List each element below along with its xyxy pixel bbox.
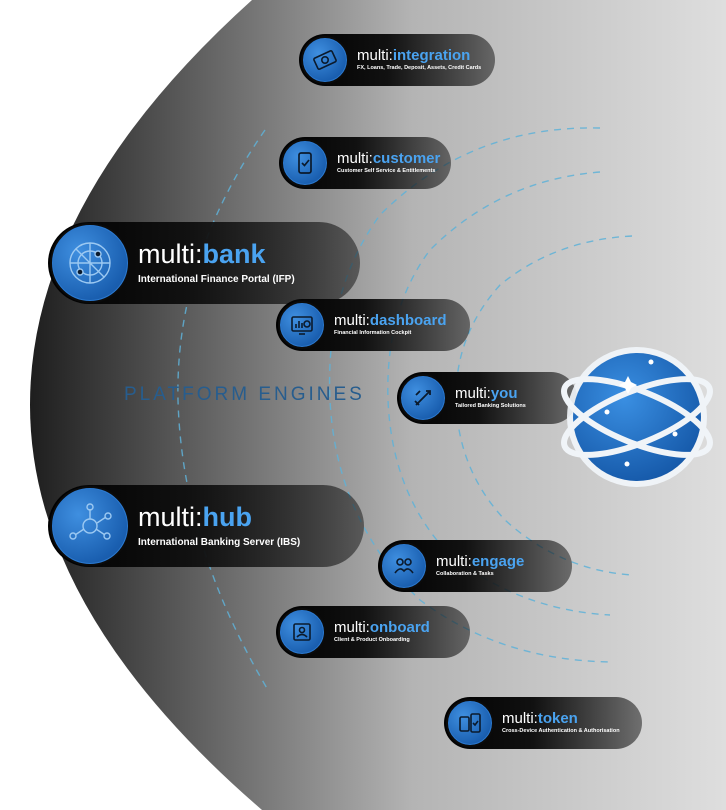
token-device-icon (446, 699, 494, 747)
engine-prefix: multi: (357, 47, 393, 65)
engine-bank[interactable]: multi:bank International Finance Portal … (48, 222, 360, 304)
engine-onboard[interactable]: multi:onboard Client & Product Onboardin… (276, 606, 470, 658)
engine-name: token (537, 710, 578, 728)
mobile-check-icon (281, 139, 329, 187)
engine-token[interactable]: multi:token Cross-Device Authentication … (444, 697, 642, 749)
people-icon (380, 542, 428, 590)
engine-engage[interactable]: multi:engage Collaboration & Tasks (378, 540, 572, 592)
engine-description: Collaboration & Tasks (436, 571, 494, 578)
engine-integration[interactable]: multi:integration FX, Loans, Trade, Depo… (299, 34, 495, 86)
engine-customer[interactable]: multi:customer Customer Self Service & E… (279, 137, 451, 189)
engine-name: dashboard (369, 312, 447, 330)
engine-prefix: multi: (455, 385, 491, 403)
engine-name: you (490, 385, 518, 403)
engine-name: onboard (369, 619, 430, 637)
platform-engines-label: PLATFORM ENGINES (124, 384, 365, 405)
engine-prefix: multi: (138, 502, 203, 532)
engine-name: hub (202, 502, 252, 532)
engine-description: International Banking Server (IBS) (138, 537, 301, 548)
engine-prefix: multi: (337, 150, 373, 168)
tools-icon (399, 374, 447, 422)
engine-description: Tailored Banking Solutions (455, 403, 526, 410)
engine-hub[interactable]: multi:hub International Banking Server (… (48, 485, 364, 567)
engine-description: Client & Product Onboarding (334, 637, 410, 644)
engine-prefix: multi: (334, 312, 370, 330)
money-icon (301, 36, 349, 84)
engine-name: integration (392, 47, 471, 65)
engine-prefix: multi: (436, 553, 472, 571)
engine-you[interactable]: multi:you Tailored Banking Solutions (397, 372, 577, 424)
engine-name: engage (471, 553, 525, 571)
hub-nodes-icon (50, 486, 130, 566)
dashboard-chart-icon (278, 301, 326, 349)
engine-name: customer (372, 150, 441, 168)
engine-description: International Finance Portal (IFP) (138, 274, 295, 285)
engine-description: Financial Information Cockpit (334, 330, 412, 337)
onboarding-form-icon (278, 608, 326, 656)
engine-description: Cross-Device Authentication & Authorisat… (502, 728, 620, 735)
engine-description: Customer Self Service & Entitlements (337, 168, 436, 175)
engine-dashboard[interactable]: multi:dashboard Financial Information Co… (276, 299, 470, 351)
engine-prefix: multi: (334, 619, 370, 637)
network-icon (50, 223, 130, 303)
engine-prefix: multi: (138, 239, 203, 269)
engine-prefix: multi: (502, 710, 538, 728)
engine-description: FX, Loans, Trade, Deposit, Assets, Credi… (357, 65, 482, 72)
engine-name: bank (202, 239, 266, 269)
planet-globe-icon (557, 342, 717, 497)
